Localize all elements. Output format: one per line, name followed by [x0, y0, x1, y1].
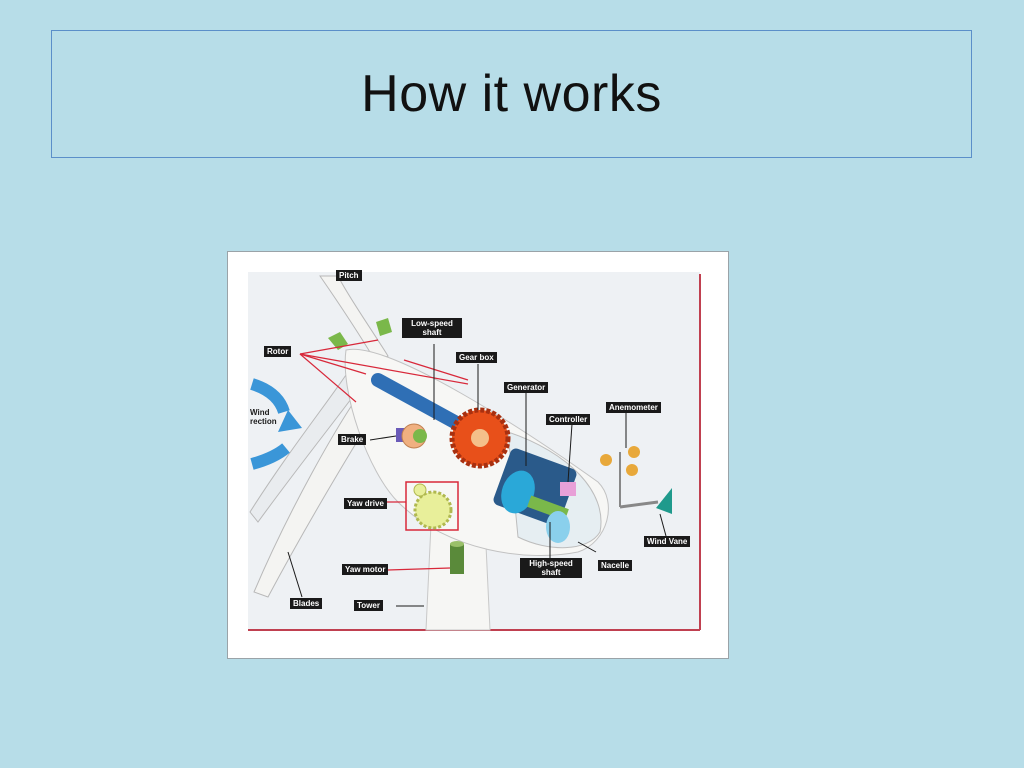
label-pitch: Pitch — [336, 270, 362, 281]
label-low-speed-shaft: Low-speed shaft — [402, 318, 462, 338]
generator-shape — [493, 448, 577, 543]
label-wind-direction: Wind rection — [250, 408, 277, 426]
yaw-drive-shape — [413, 490, 453, 530]
controller-shape — [560, 482, 576, 496]
label-high-speed-shaft: High-speed shaft — [520, 558, 582, 578]
label-wind-vane: Wind Vane — [644, 536, 691, 547]
gear-box-shape — [449, 407, 511, 469]
label-brake: Brake — [338, 434, 367, 445]
label-rotor: Rotor — [264, 346, 292, 357]
label-generator: Generator — [504, 382, 549, 393]
label-blades: Blades — [290, 598, 323, 609]
title-box: How it works — [51, 30, 972, 158]
label-gear-box: Gear box — [456, 352, 497, 363]
label-tower: Tower — [354, 600, 383, 611]
label-nacelle: Nacelle — [598, 560, 633, 571]
wind-arrow-bottom — [250, 443, 290, 470]
wind-arrow-top — [250, 378, 290, 415]
blade-back — [249, 371, 361, 523]
label-controller: Controller — [546, 414, 591, 425]
page-title: How it works — [361, 65, 662, 123]
label-yaw-drive: Yaw drive — [344, 498, 387, 509]
label-anemometer: Anemometer — [606, 402, 661, 413]
yaw-motor-shape — [450, 544, 464, 574]
label-yaw-motor: Yaw motor — [342, 564, 389, 575]
wind-turbine-diagram: Pitch Rotor Low-speed shaft Gear box Gen… — [227, 251, 729, 659]
wind-vane-shape — [656, 488, 672, 514]
pitch-mechanism — [328, 332, 348, 350]
leader-lines — [299, 339, 469, 571]
anemometer-shape — [600, 446, 640, 507]
